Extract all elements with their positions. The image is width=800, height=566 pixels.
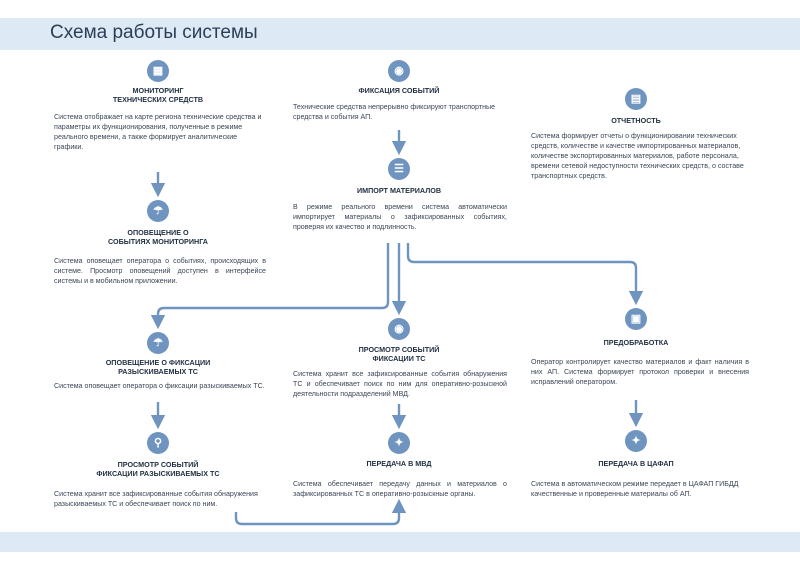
reports-heading: ОТЧЕТНОСТЬ bbox=[611, 116, 661, 125]
view-wanted-heading: ПРОСМОТР СОБЫТИЙ ФИКСАЦИИ РАЗЫСКИВАЕМЫХ … bbox=[90, 460, 226, 478]
notify-wanted-heading-line2: РАЗЫСКИВАЕМЫХ ТС bbox=[118, 367, 198, 376]
mvd-text: Система обеспечивает передачу данных и м… bbox=[293, 480, 507, 498]
database-icon: ☰ bbox=[388, 158, 410, 180]
mvd-heading: ПЕРЕДАЧА В МВД bbox=[366, 459, 432, 468]
title-band bbox=[0, 18, 800, 50]
monitoring-heading-line2: ТЕХНИЧЕСКИХ СРЕДСТВ bbox=[112, 95, 204, 104]
camera-icon: ◉ bbox=[388, 60, 410, 82]
view-fixation-text: Система хранит все зафиксированные событ… bbox=[293, 370, 507, 398]
view-fixation-heading: ПРОСМОТР СОБЫТИЙ ФИКСАЦИИ ТС bbox=[331, 345, 467, 363]
bell-icon: ☂ bbox=[147, 200, 169, 222]
preprocessing-heading: ПРЕДОБРАБОТКА bbox=[603, 338, 669, 347]
view-wanted-heading-line1: ПРОСМОТР СОБЫТИЙ bbox=[117, 460, 199, 469]
view-fixation-heading-line1: ПРОСМОТР СОБЫТИЙ bbox=[358, 345, 440, 354]
view-wanted-heading-line2: ФИКСАЦИИ РАЗЫСКИВАЕМЫХ ТС bbox=[96, 469, 220, 478]
bell-icon: ☂ bbox=[147, 332, 169, 354]
reports-text: Система формирует отчеты о функционирова… bbox=[531, 132, 744, 180]
emblem-icon: ✦ bbox=[625, 430, 647, 452]
preprocessing-text: Оператор контролирует качество материало… bbox=[531, 358, 749, 386]
arrow-import-to-notify-wanted bbox=[150, 243, 390, 330]
notify-wanted-text: Система оповещает оператора о фиксации р… bbox=[54, 382, 265, 390]
chart-icon: ▦ bbox=[147, 60, 169, 82]
notify-monitoring-heading: ОПОВЕЩЕНИЕ О СОБЫТИЯХ МОНИТОРИНГА bbox=[90, 228, 226, 246]
search-icon: ⚲ bbox=[147, 432, 169, 454]
notify-monitoring-heading-line1: ОПОВЕЩЕНИЕ О bbox=[127, 228, 189, 237]
view-wanted-text: Система хранит все зафиксированные событ… bbox=[54, 490, 258, 508]
page-title: Схема работы системы bbox=[50, 22, 258, 43]
arrow-import-to-preprocessing bbox=[406, 243, 644, 306]
notify-wanted-heading: ОПОВЕЩЕНИЕ О ФИКСАЦИИ РАЗЫСКИВАЕМЫХ ТС bbox=[90, 358, 226, 376]
monitoring-heading: МОНИТОРИНГ ТЕХНИЧЕСКИХ СРЕДСТВ bbox=[90, 86, 226, 104]
cafap-text: Система в автоматическом режиме передает… bbox=[531, 480, 739, 498]
footer-band bbox=[0, 532, 800, 552]
import-heading: ИМПОРТ МАТЕРИАЛОВ bbox=[356, 186, 442, 195]
view-fixation-heading-line2: ФИКСАЦИИ ТС bbox=[372, 354, 426, 363]
notify-monitoring-heading-line2: СОБЫТИЯХ МОНИТОРИНГА bbox=[107, 237, 209, 246]
cafap-heading: ПЕРЕДАЧА В ЦАФАП bbox=[598, 459, 674, 468]
report-icon: ▤ bbox=[625, 88, 647, 110]
monitoring-heading-line1: МОНИТОРИНГ bbox=[132, 86, 184, 95]
notify-wanted-heading-line1: ОПОВЕЩЕНИЕ О ФИКСАЦИИ bbox=[105, 358, 211, 367]
fixation-heading: ФИКСАЦИЯ СОБЫТИЙ bbox=[358, 86, 440, 95]
location-icon: ◉ bbox=[388, 318, 410, 340]
import-text: В режиме реального времени система автом… bbox=[293, 203, 507, 231]
emblem-icon: ✦ bbox=[388, 432, 410, 454]
notify-monitoring-text: Система оповещает оператора о событиях, … bbox=[54, 257, 266, 285]
fixation-text: Технические средства непрерывно фиксирую… bbox=[293, 103, 496, 121]
frame-icon: ▣ bbox=[625, 308, 647, 330]
arrow-view-wanted-to-mvd bbox=[234, 498, 407, 526]
monitoring-text: Система отображает на карте региона техн… bbox=[54, 113, 262, 151]
